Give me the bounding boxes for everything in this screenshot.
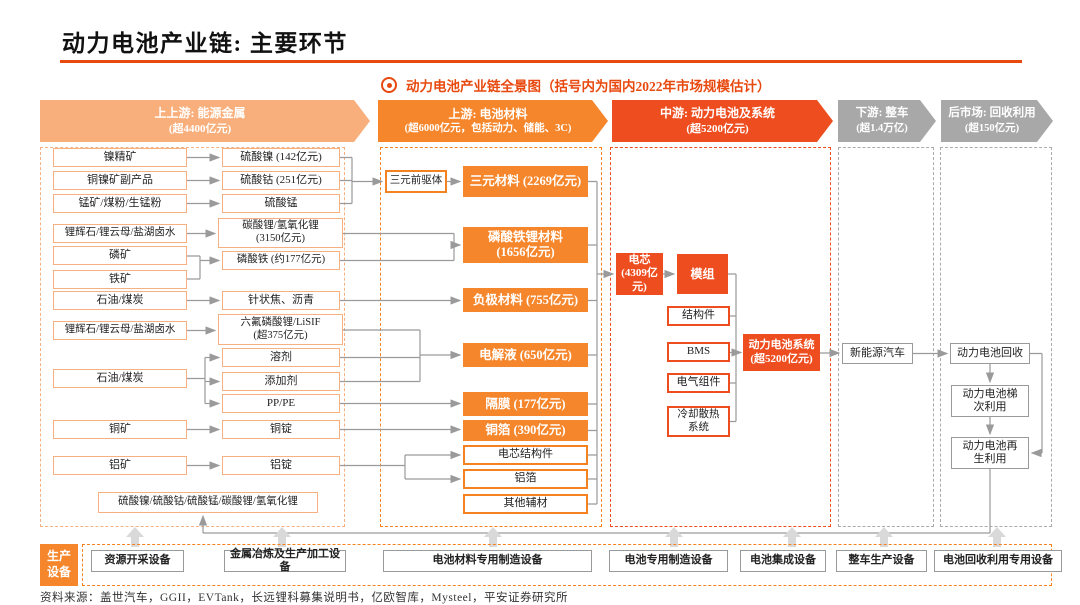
node-other-auxiliary: 其他辅材 xyxy=(463,494,588,514)
node-label-line: 磷酸铁锂材料 xyxy=(487,230,563,244)
node-pp-pe: PP/PE xyxy=(222,394,340,413)
node-label-line: (超375亿元) xyxy=(253,329,308,341)
container-downstream xyxy=(838,147,934,527)
node-label-line: 电芯 xyxy=(628,254,651,267)
node-recycled-salts: 硫酸镍/硫酸钴/硫酸锰/碳酸锂/氢氧化锂 xyxy=(98,492,318,513)
node-integration-equipment: 电池集成设备 xyxy=(740,550,826,572)
equipment-row-label: 生产设备 xyxy=(40,544,78,586)
node-oil-coal-1: 石油/煤炭 xyxy=(53,291,187,310)
header-line: (超5200亿元) xyxy=(686,122,749,135)
node-manganese-sulfate: 硫酸锰 xyxy=(222,194,340,213)
node-label-line: 动力电池系统 xyxy=(748,339,815,352)
header-line: (超150亿元) xyxy=(964,122,1020,134)
source-note: 资料来源：盖世汽车，GGII，EVTank，长远锂科募集说明书，亿欧智库，Mys… xyxy=(40,592,568,604)
node-electrolyte: 电解液 (650亿元) xyxy=(463,343,588,367)
node-ternary-precursor: 三元前驱体 xyxy=(385,170,447,193)
node-aluminum-ore: 铝矿 xyxy=(53,456,187,475)
node-regeneration: 动力电池再生利用 xyxy=(951,437,1029,469)
header-upstream: 上游: 电池材料 (超6000亿元，包括动力、储能、3C) xyxy=(378,100,608,142)
diagram-subtitle: 动力电池产业链全景图（括号内为国内2022年市场规模估计） xyxy=(381,75,771,95)
header-downstream: 下游: 整车 (超1.4万亿) xyxy=(838,100,936,142)
node-cu-ni-byproduct: 铜镍矿副产品 xyxy=(53,171,187,190)
header-line: 上上游: 能源金属 xyxy=(154,106,246,121)
header-line: 上游: 电池材料 xyxy=(448,106,528,121)
node-needle-coke: 针状焦、沥青 xyxy=(222,291,340,310)
node-recycling-equipment: 电池回收利用专用设备 xyxy=(934,550,1062,572)
diagram-subtitle-text: 动力电池产业链全景图（括号内为国内2022年市场规模估计） xyxy=(406,79,771,94)
node-cobalt-sulfate: 硫酸钴 (251亿元) xyxy=(222,171,340,190)
node-mining-equipment: 资源开采设备 xyxy=(91,550,184,572)
title-underline xyxy=(60,60,1022,63)
node-lithium-carbonate: 碳酸锂/氢氧化锂 (3150亿元) xyxy=(218,218,343,248)
node-nickel-concentrate: 镍精矿 xyxy=(53,148,187,167)
node-echelon-utilization: 动力电池梯次利用 xyxy=(951,385,1029,417)
node-battery-equipment: 电池专用制造设备 xyxy=(609,550,728,572)
node-module: 模组 xyxy=(677,254,728,294)
node-phosphate-ore: 磷矿 xyxy=(53,246,187,265)
node-spodumene-1: 锂辉石/锂云母/盐湖卤水 xyxy=(53,224,187,243)
node-smelting-equipment: 金属冶炼及生产加工设备 xyxy=(224,548,346,573)
container-aftermarket xyxy=(940,147,1052,527)
node-cell-structure-parts: 电芯结构件 xyxy=(463,445,588,465)
node-iron-phosphate: 磷酸铁 (约177亿元) xyxy=(222,251,340,270)
node-structure-parts: 结构件 xyxy=(667,306,730,326)
node-battery-system: 动力电池系统 (超5200亿元) xyxy=(743,334,820,371)
node-oil-coal-2: 石油/煤炭 xyxy=(53,369,187,388)
node-lfp-material: 磷酸铁锂材料 (1656亿元) xyxy=(463,227,588,263)
node-battery-cell: 电芯 (4309亿元) xyxy=(616,253,663,295)
node-solvent: 溶剂 xyxy=(222,348,340,367)
node-anode-material: 负极材料 (755亿元) xyxy=(463,288,588,312)
header-midstream: 中游: 动力电池及系统 (超5200亿元) xyxy=(612,100,833,142)
header-line: (超6000亿元，包括动力、储能、3C) xyxy=(404,123,572,134)
node-lipf6: 六氟磷酸锂/LiSIF (超375亿元) xyxy=(218,314,343,345)
header-aftermarket: 后市场: 回收利用 (超150亿元) xyxy=(941,100,1053,142)
header-line: 中游: 动力电池及系统 xyxy=(660,106,775,121)
node-label-line: (超5200亿元) xyxy=(750,352,813,365)
node-separator: 隔膜 (177亿元) xyxy=(463,392,588,416)
header-line: (超4400亿元) xyxy=(168,122,232,135)
node-cooling-system: 冷却散热系统 xyxy=(667,406,730,437)
header-line: 后市场: 回收利用 xyxy=(948,107,1036,120)
node-additive: 添加剂 xyxy=(222,372,340,391)
node-aluminum-ingot: 铝锭 xyxy=(222,456,340,475)
node-spodumene-2: 锂辉石/锂云母/盐湖卤水 xyxy=(53,321,187,340)
header-upstream2: 上上游: 能源金属 (超4400亿元) xyxy=(40,100,370,142)
node-copper-ore: 铜矿 xyxy=(53,420,187,439)
header-line: 下游: 整车 xyxy=(855,107,909,120)
section-bullet-icon xyxy=(381,77,397,93)
node-manganese-ore: 锰矿/煤粉/生锰粉 xyxy=(53,194,187,213)
node-label-line: 六氟磷酸锂/LiSIF xyxy=(240,316,321,328)
node-copper-ingot: 铜锭 xyxy=(222,420,340,439)
node-ternary-material: 三元材料 (2269亿元) xyxy=(463,166,588,197)
node-iron-ore: 铁矿 xyxy=(53,270,187,289)
header-line: (超1.4万亿) xyxy=(856,122,908,134)
page-title: 动力电池产业链: 主要环节 xyxy=(62,31,348,56)
node-label-line: 碳酸锂/氢氧化锂 xyxy=(242,220,319,232)
node-aluminum-foil: 铝箔 xyxy=(463,469,588,489)
node-label-line: (4309亿元) xyxy=(621,267,658,293)
node-nickel-sulfate: 硫酸镍 (142亿元) xyxy=(222,148,340,167)
node-copper-foil: 铜箔 (390亿元) xyxy=(463,420,588,441)
node-material-equipment: 电池材料专用制造设备 xyxy=(383,550,592,572)
node-battery-recycling: 动力电池回收 xyxy=(950,343,1030,364)
node-nev: 新能源汽车 xyxy=(842,343,913,364)
node-bms: BMS xyxy=(667,342,730,362)
node-label-line: (1656亿元) xyxy=(496,245,555,259)
node-vehicle-equipment: 整车生产设备 xyxy=(836,550,927,572)
node-electrical-components: 电气组件 xyxy=(667,373,730,393)
node-label-line: (3150亿元) xyxy=(256,233,305,244)
